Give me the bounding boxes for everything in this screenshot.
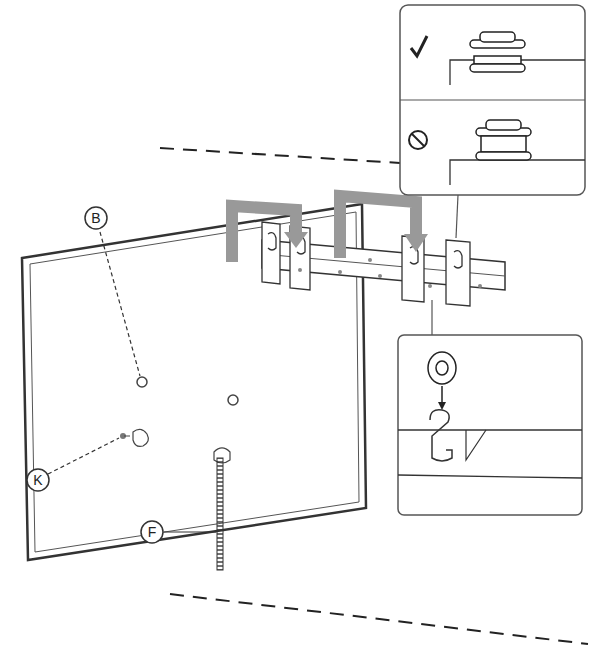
callout-letter: F	[142, 524, 162, 540]
callout-letter: B	[86, 210, 106, 226]
callout-letter: K	[28, 472, 48, 488]
